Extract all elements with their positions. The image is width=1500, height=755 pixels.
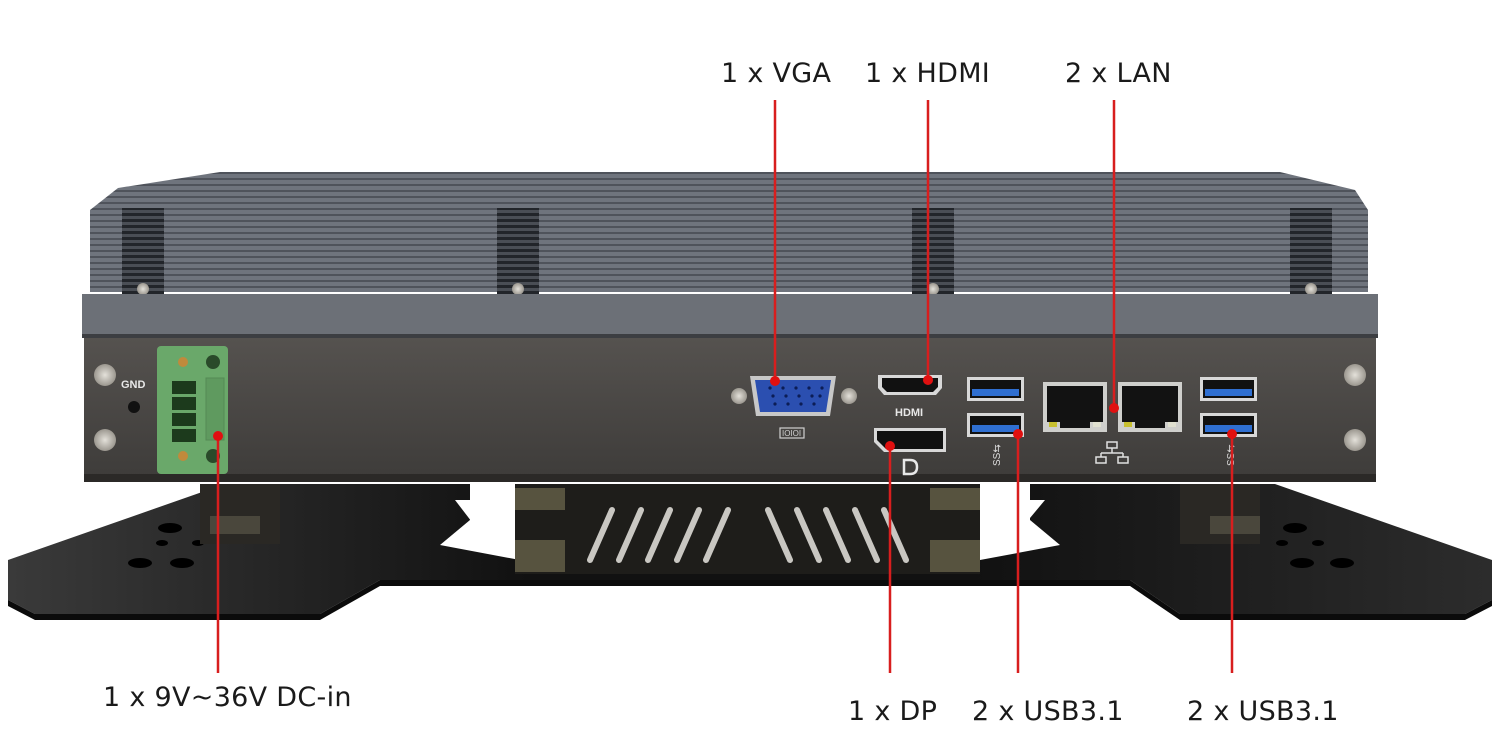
callout-label-usb-middle: 2 x USB3.1 [972,696,1124,727]
callout-label-lan: 2 x LAN [1065,58,1172,89]
network-icon [1095,441,1129,464]
gnd-terminal: GND [121,379,146,413]
vibration-isolators [200,484,1260,574]
callout-lines [216,100,1234,673]
callout-label-hdmi: 1 x HDMI [865,58,991,89]
displayport-logo-icon [902,458,919,476]
gnd-label: GND [121,379,146,391]
mounting-bracket [8,484,1492,620]
callout-label-dp: 1 x DP [848,696,938,727]
callout-label-usb-right: 2 x USB3.1 [1187,696,1339,727]
hdmi-label: HDMI [895,407,923,419]
io-faceplate [84,338,1376,482]
dc-in-terminal-block[interactable] [157,346,228,474]
callout-dots [213,375,1237,451]
heatsink [82,172,1378,338]
callout-label-vga: 1 x VGA [721,58,832,89]
callout-label-dc-in: 1 x 9V~36V DC-in [103,682,352,713]
vga-port[interactable]: IOIOI [731,376,857,439]
vga-icon-label: IOIOI [782,429,801,438]
usb-ss-icon: SS⇆ [992,444,1003,466]
usb-ports-middle[interactable]: SS⇆ [967,377,1024,466]
lan-ports[interactable] [1043,382,1182,464]
panel-screws [94,364,1366,451]
